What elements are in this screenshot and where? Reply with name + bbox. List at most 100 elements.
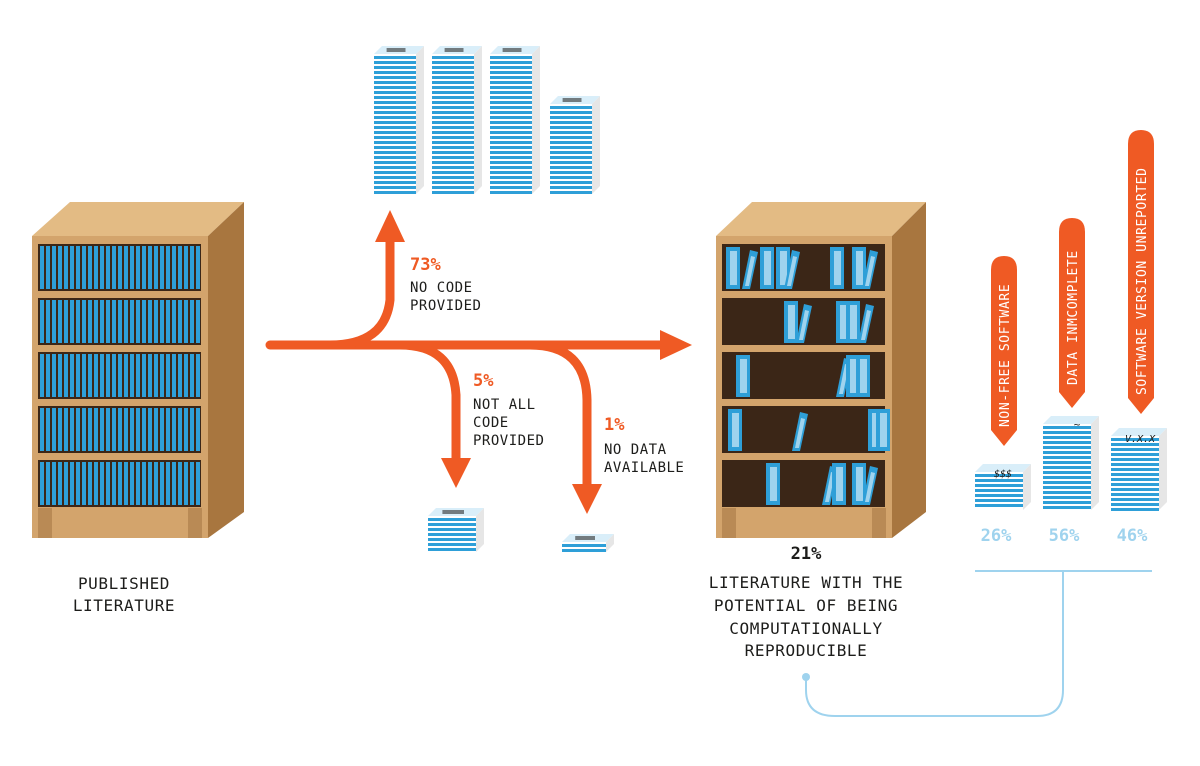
stack-top [975,464,1031,472]
paper-sheet [428,523,476,526]
paper-sheet [374,81,416,84]
book-spine [76,246,80,289]
paper-sheet [374,61,416,64]
stack-side [1023,464,1031,510]
paper-sheet [432,176,474,179]
paper-sheet [374,186,416,189]
paper-sheet [432,81,474,84]
book-spine [118,354,122,397]
shelf-leg [188,508,202,538]
paper-sheet [1043,486,1091,489]
paper-sheet [1043,506,1091,509]
paper-sheet [550,171,592,174]
paper-sheet [490,91,532,94]
book-spine [124,300,128,343]
full-bookshelf-icon [32,202,244,538]
branch-paper-stacks [428,508,614,552]
paper-sheet [432,166,474,169]
paper-sheet [374,56,416,59]
paper-sheet [550,116,592,119]
issue-tag-version: SOFTWARE VERSION UNREPORTED [1128,130,1154,414]
paper-sheet [374,131,416,134]
book-spine [82,408,86,451]
paper-sheet [490,121,532,124]
book-spine [160,300,164,343]
issue-version-pct: 46% [1117,526,1148,546]
stack-side [476,508,484,552]
issue-tags: NON-FREE SOFTWARE DATA INMCOMPLETE SOFTW… [991,130,1154,446]
paper-sheet [1111,478,1159,481]
book-spine [52,354,56,397]
stack-side [1091,416,1099,510]
book-spine [52,300,56,343]
book-spine [130,408,134,451]
paper-sheet [1043,431,1091,434]
branch-73-label-line1: NO CODE [410,280,473,296]
paper-sheet [550,191,592,194]
book-spine [190,462,194,505]
paper-sheet [374,136,416,139]
paper-sheet [432,186,474,189]
paper-sheet [432,106,474,109]
stack-label [386,48,406,52]
paper-sheet [432,181,474,184]
book-spine [130,354,134,397]
reproducible-line2: POTENTIAL OF BEING [714,596,898,615]
book-spine [70,246,74,289]
book-spine [76,300,80,343]
book-spine [136,462,140,505]
book-page [788,305,795,339]
branch-1-pct: 1% [604,415,625,435]
paper-sheet [1111,443,1159,446]
book-spine [118,462,122,505]
book-spine [40,246,44,289]
paper-sheet [1111,498,1159,501]
shelf-top [716,202,926,236]
book-spine [70,462,74,505]
book-spine [76,462,80,505]
book-spine [40,408,44,451]
book-spine [196,300,200,343]
book-spine [172,354,176,397]
book-spine [178,462,182,505]
issue-tag-version-text: SOFTWARE VERSION UNREPORTED [1135,167,1150,395]
paper-sheet [374,141,416,144]
book-spine [82,462,86,505]
book-page [787,256,797,286]
paper-sheet [1043,471,1091,474]
paper-sheet [428,548,476,551]
issue-tag-nonfree-text: NON-FREE SOFTWARE [998,284,1013,427]
paper-sheet [1111,448,1159,451]
paper-sheet [550,106,592,109]
branch-5-arrow [395,340,461,463]
book-spine [178,408,182,451]
issue-tag-data: DATA INMCOMPLETE [1059,218,1085,408]
sparse-bookshelf-icon [716,202,926,538]
book-page [850,305,857,339]
book-spine [184,300,188,343]
paper-sheet [490,131,532,134]
book-spine [184,462,188,505]
book-spine [160,246,164,289]
paper-sheet [432,151,474,154]
issue-nonfree-cover-mark: $$$ [994,469,1012,480]
book-spine [88,246,92,289]
book-spine [112,246,116,289]
paper-sheet [374,156,416,159]
book-spine [82,300,86,343]
book-spine [184,408,188,451]
book-spine [124,246,128,289]
branch-5-label-line1: NOT ALL [473,397,536,413]
book-spine [160,408,164,451]
branch-5-pct: 5% [473,371,494,391]
paper-sheet [1111,488,1159,491]
book-spine [106,462,110,505]
paper-sheet [490,171,532,174]
book-spine [166,408,170,451]
paper-sheet [432,86,474,89]
book-spine [154,246,158,289]
book-page [780,251,787,285]
book-page [836,467,843,501]
stack-side [592,96,600,194]
paper-sheet [562,549,606,552]
